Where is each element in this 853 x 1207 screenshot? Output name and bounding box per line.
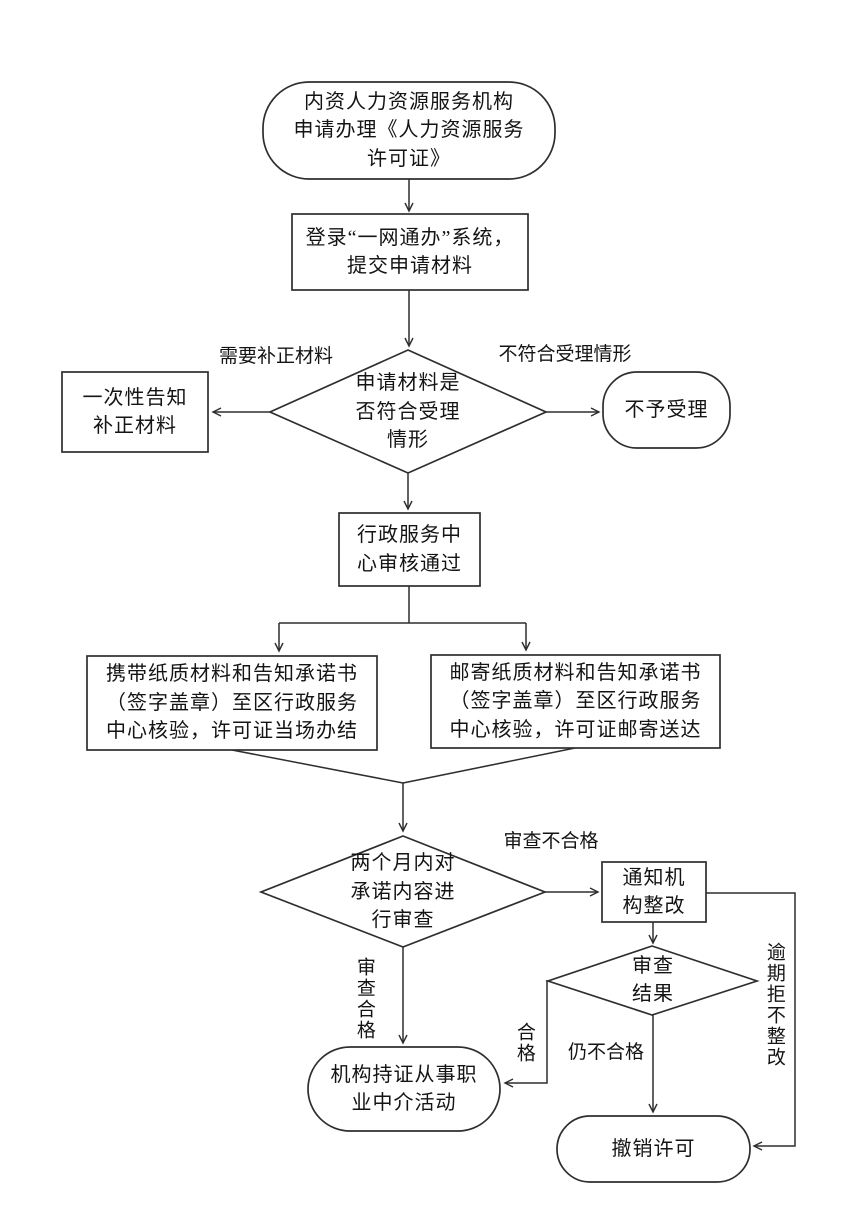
edge-label-need-supplement: 需要补正材料 [218, 346, 333, 367]
notify-supplement-node-label: 一次性告知 补正材料 [82, 386, 188, 437]
edge-label-overdue-refuse: 逾期拒不整改 [763, 942, 785, 1068]
edge-decision3-to-operate [503, 980, 548, 1088]
reject-node-label: 不予受理 [624, 398, 709, 421]
bring-materials-shape [86, 655, 378, 751]
revoke-node-label: 撤销许可 [611, 1137, 696, 1160]
login-node-label: 登录“一网通办”系统， 提交申请材料 [305, 226, 515, 277]
edge-bring-merge [231, 749, 404, 784]
start-shape [262, 81, 556, 180]
notify-rectify-shape [601, 861, 707, 923]
edge-label-review-fail: 审查不合格 [503, 831, 599, 852]
edge-label-pass: 合格 [513, 1022, 535, 1064]
review-result-shape [545, 945, 760, 1016]
notify-supplement-shape [61, 371, 209, 453]
mail-materials-shape [430, 654, 721, 749]
edge-rectify-to-revoke [706, 892, 796, 1151]
reject-shape [602, 371, 731, 449]
revoke-shape [556, 1115, 751, 1183]
notify-rectify-node-label: 通知机 构整改 [622, 866, 686, 917]
decision1-shape [267, 349, 549, 474]
review-decision-shape [258, 835, 548, 948]
edge-mail-merge [402, 747, 576, 784]
decision1-node-label: 申请材料是 否符合受理 情形 [355, 372, 461, 452]
mail-materials-node-label: 邮寄纸质材料和告知承诺书 （签字盖章）至区行政服务 中心核验，许可证邮寄送达 [449, 661, 702, 741]
login-shape [291, 213, 529, 291]
center-approve-node-label: 行政服务中 心审核通过 [357, 524, 462, 575]
operate-node-label: 机构持证从事职 业中介活动 [330, 1063, 478, 1114]
bring-materials-node-label: 携带纸质材料和告知承诺书 （签字盖章）至区行政服务 中心核验，许可证当场办结 [106, 663, 358, 743]
review-decision-node-label: 两个月内对 承诺内容进 行审查 [350, 852, 456, 932]
edge-label-not-qualified: 不符合受理情形 [498, 344, 632, 365]
operate-shape [307, 1046, 501, 1132]
start-node-label: 内资人力资源服务机构 申请办理《人力资源服务 许可证》 [293, 90, 525, 170]
center-approve-shape [338, 512, 481, 587]
edge-label-still-fail: 仍不合格 [567, 1042, 644, 1063]
edge-label-review-pass: 审查合格 [353, 957, 375, 1041]
review-result-node-label: 审查 结果 [632, 954, 674, 1005]
